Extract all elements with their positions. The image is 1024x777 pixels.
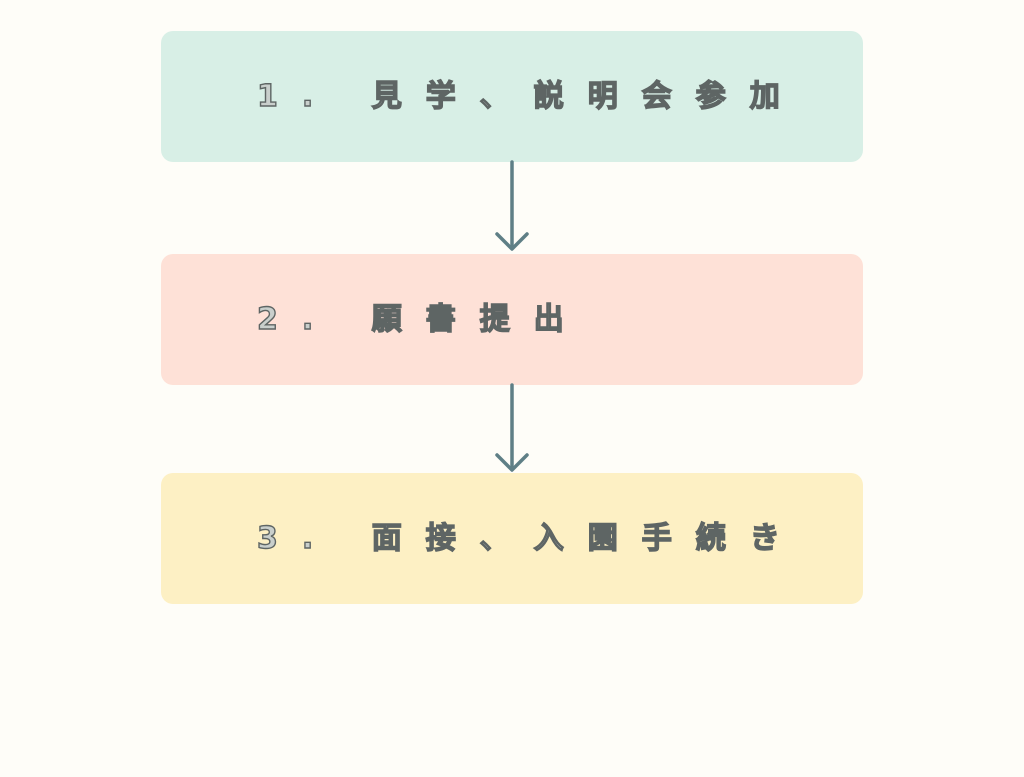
arrow-1-to-2 xyxy=(495,160,529,251)
step-1-label: 1. 見学、説明会参加 xyxy=(256,78,804,114)
arrow-2-to-3 xyxy=(495,383,529,472)
step-3-label: 3. 面接、入園手続き xyxy=(256,520,804,556)
step-3-box: 3. 面接、入園手続き xyxy=(161,473,863,604)
step-2-label: 2. 願書提出 xyxy=(256,301,588,337)
step-2-box: 2. 願書提出 xyxy=(161,254,863,385)
step-1-box: 1. 見学、説明会参加 xyxy=(161,31,863,162)
